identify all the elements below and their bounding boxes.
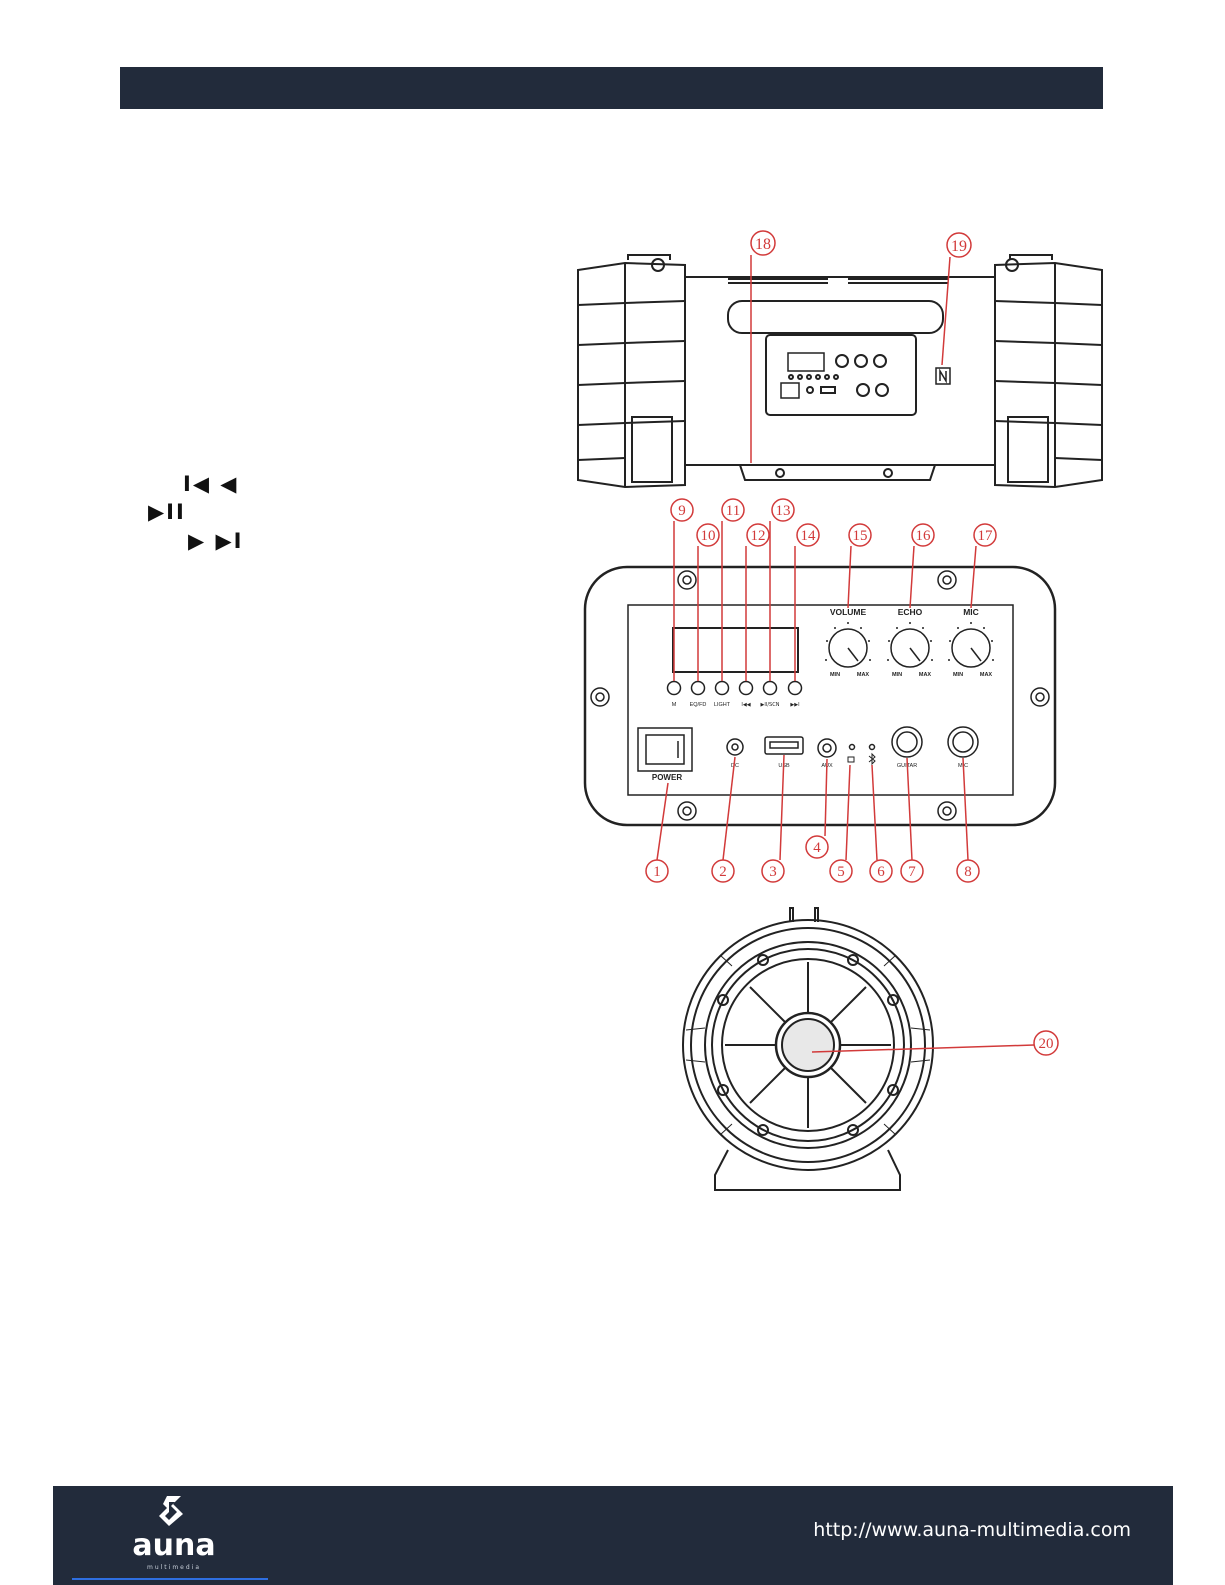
footer-website-link[interactable]: http://www.auna-multimedia.com: [813, 1519, 1131, 1541]
label-power: POWER: [652, 773, 682, 782]
label-min: MIN: [953, 672, 963, 678]
callout-6: 6: [877, 864, 885, 880]
header-bar: [120, 67, 1103, 109]
callout-20: 20: [1039, 1036, 1054, 1052]
bluetooth-icon: [869, 754, 875, 764]
callout-13: 13: [776, 503, 791, 519]
callout-1: 1: [653, 864, 661, 880]
callout-4: 4: [813, 840, 821, 856]
label-dc: DC: [731, 763, 739, 769]
auna-logo-icon: [153, 1494, 193, 1528]
label-echo: ECHO: [898, 607, 923, 617]
callout-16: 16: [916, 528, 932, 544]
battery-icon: [848, 757, 854, 762]
callout-17: 17: [978, 528, 994, 544]
label-btn-next: ▶▶I: [790, 702, 799, 708]
label-btn-eq: EQ/FD: [690, 702, 707, 708]
label-btn-light: LIGHT: [714, 702, 731, 708]
callout-18: 18: [755, 236, 771, 253]
label-min: MIN: [830, 672, 840, 678]
brand-subtitle: multimedia: [119, 1564, 229, 1571]
label-btn-m: M: [672, 702, 677, 708]
prev-rewind-glyphs: I◀ ◀: [183, 472, 238, 496]
control-panel-diagram: VOLUME ECHO MIC MIN MAX MIN MAX MIN MAX …: [570, 495, 1100, 890]
callout-8: 8: [964, 864, 972, 880]
footer-bar: auna multimedia http://www.auna-multimed…: [53, 1486, 1173, 1585]
label-max: MAX: [980, 672, 993, 678]
label-max: MAX: [857, 672, 870, 678]
callout-9: 9: [678, 503, 686, 519]
label-min: MIN: [892, 672, 902, 678]
callout-11: 11: [726, 503, 740, 519]
auna-logo: auna multimedia: [119, 1494, 229, 1574]
speaker-side-view: 20: [660, 900, 1070, 1200]
brand-wordmark: auna: [119, 1528, 229, 1563]
play-pause-glyphs: ▶II: [148, 500, 186, 524]
forward-next-glyphs: ▶ ▶I: [188, 529, 243, 553]
callout-10: 10: [701, 528, 716, 544]
callout-5: 5: [837, 864, 845, 880]
callout-19: 19: [951, 238, 967, 255]
label-mic-knob: MIC: [963, 607, 979, 617]
callout-15: 15: [853, 528, 868, 544]
label-max: MAX: [919, 672, 932, 678]
label-btn-prev: I◀◀: [741, 702, 750, 708]
callout-14: 14: [801, 528, 817, 544]
label-btn-play: ▶II/SCN: [761, 702, 780, 708]
callout-2: 2: [719, 864, 727, 880]
callout-7: 7: [908, 864, 916, 880]
callout-3: 3: [769, 864, 777, 880]
logo-link-underline: [72, 1578, 268, 1580]
callout-12: 12: [751, 528, 766, 544]
speaker-top-view: 18 19: [570, 225, 1110, 500]
label-volume: VOLUME: [830, 607, 867, 617]
